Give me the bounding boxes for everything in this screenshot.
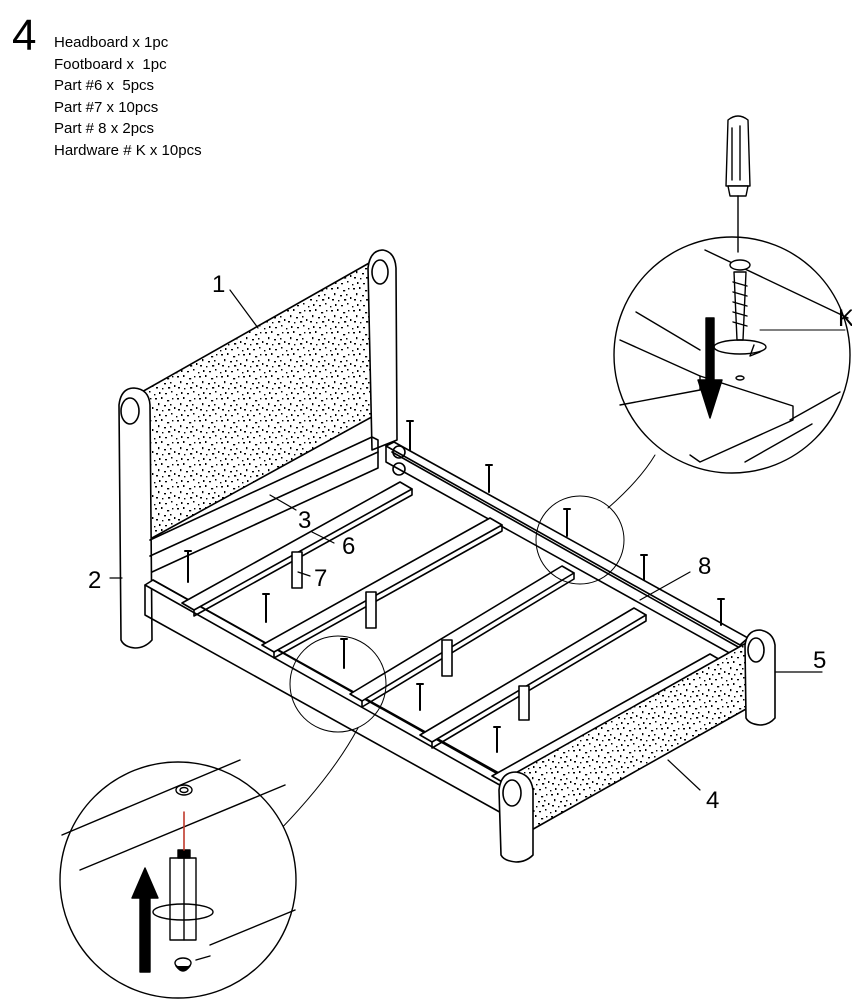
parts-list: Headboard x 1pc Footboard x 1pc Part #6 …	[54, 32, 202, 161]
callout-8: 8	[698, 553, 711, 580]
parts-item-hardware-k: Hardware # K x 10pcs	[54, 141, 202, 159]
callout-6: 6	[342, 533, 355, 560]
detail-circle-leg	[289, 635, 387, 733]
footboard-right-post	[744, 629, 776, 726]
parts-item-footboard: Footboard x 1pc	[54, 55, 167, 73]
rail-bolt-hole	[392, 462, 406, 476]
callout-7: 7	[314, 565, 327, 592]
screws	[184, 420, 725, 753]
parts-item-part8: Part # 8 x 2pcs	[54, 120, 155, 137]
step-number: 4	[12, 11, 37, 60]
callout-1: 1	[212, 271, 225, 298]
parts-item-headboard: Headboard x 1pc	[54, 34, 169, 51]
headboard-right-post	[367, 249, 398, 451]
callout-4: 4	[706, 787, 719, 814]
support-legs	[291, 551, 530, 721]
callout-3: 3	[298, 507, 311, 534]
callout-k: K	[838, 305, 852, 332]
callout-2: 2	[88, 567, 101, 594]
leader-lines	[109, 289, 823, 791]
footboard-left-post	[498, 771, 534, 863]
headboard-right-post-top	[371, 259, 389, 285]
parts-item-part7: Part #7 x 10pcs	[54, 98, 159, 116]
slats	[181, 481, 723, 784]
zoom-detail-leg	[59, 759, 297, 999]
zoom-detail-screwdriver	[613, 115, 851, 474]
headboard-left-post-top	[120, 397, 140, 425]
footboard	[498, 629, 776, 863]
parts-item-part6: Part #6 x 5pcs	[54, 77, 155, 94]
callout-5: 5	[813, 647, 826, 674]
headboard-left-post	[118, 387, 153, 649]
headboard-rail	[149, 436, 379, 573]
headboard-panel	[139, 257, 389, 539]
rail-bolt-hole	[392, 445, 406, 459]
detail-circle-rail-screw	[535, 495, 625, 585]
headboard	[118, 249, 398, 649]
